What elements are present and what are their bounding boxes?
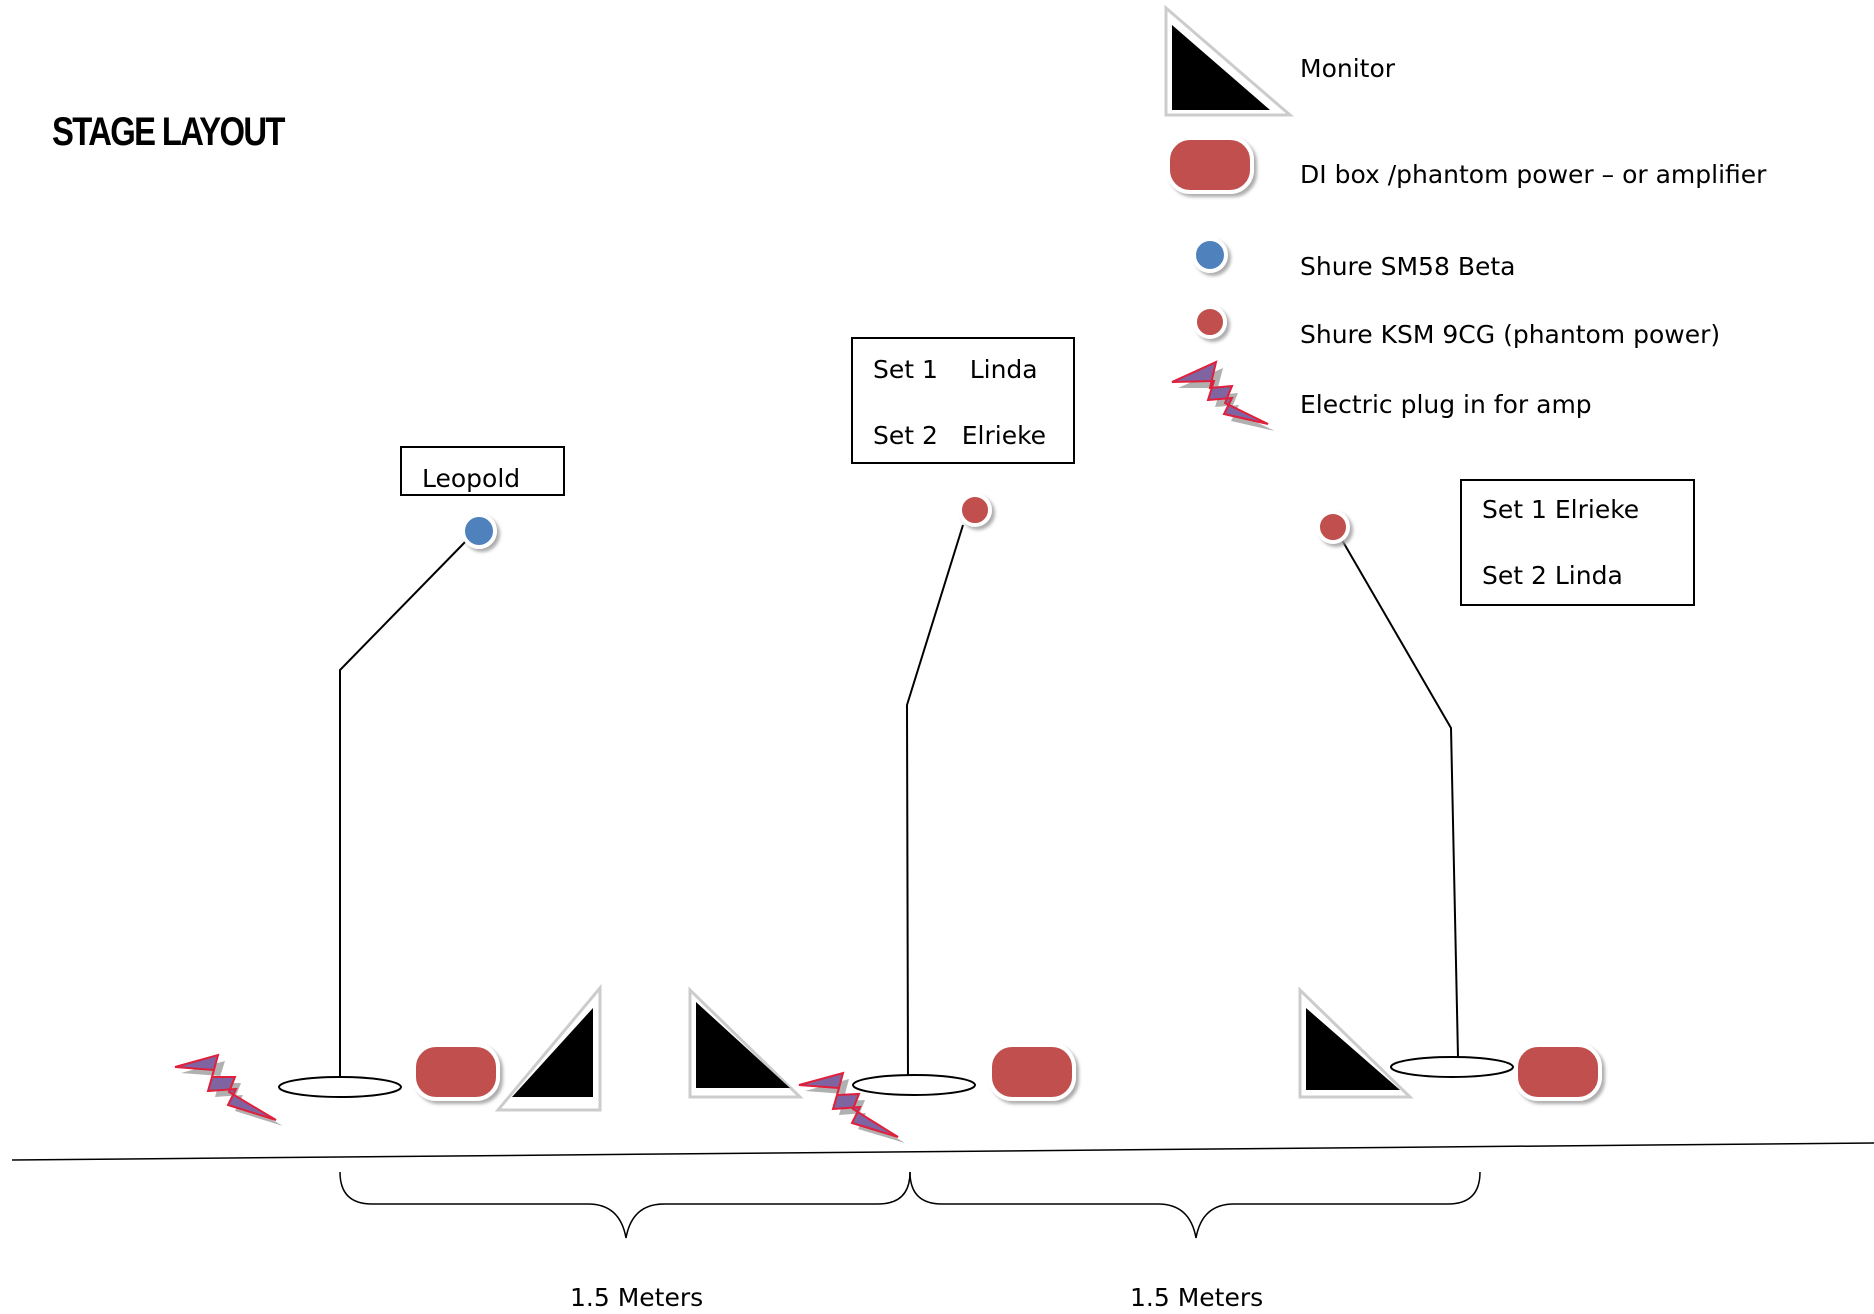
set-box-center-line2: Set 2 Elrieke [873,421,1047,450]
sm58-mic-left-icon [461,513,497,549]
set-box-center-line1: Set 1 Linda [873,355,1038,384]
mic-stand-right [1341,539,1459,1058]
distance-brace-left [339,1171,911,1239]
legend-ksm9-label: Shure KSM 9CG (phantom power) [1300,320,1721,349]
legend-ksm9-mic-icon [1193,305,1227,339]
legend-sm58-mic-icon [1192,237,1228,273]
distance-label-right: 1.5 Meters [1130,1283,1264,1312]
legend-di-box-icon [1166,136,1254,194]
set-box-right-line1: Set 1 Elrieke [1482,495,1640,524]
monitor-center-icon [688,986,804,1099]
set-box-right-line2: Set 2 Linda [1482,561,1623,590]
ksm9-mic-center-icon [958,493,992,527]
legend-di-box-label: DI box /phantom power – or amplifier [1300,160,1767,189]
legend-sm58-label: Shure SM58 Beta [1300,252,1516,281]
di-box-right-icon [1514,1043,1602,1101]
mic-stand-left [339,539,468,1085]
bolt-left-icon [174,1053,283,1126]
mic-stand-center [905,524,964,1084]
legend-plug-label: Electric plug in for amp [1300,390,1592,419]
page-title: STAGE LAYOUT [52,110,285,154]
stand-base-center [852,1074,976,1096]
performer-box-left: Leopold [400,446,565,496]
set-box-right: Set 1 Elrieke Set 2 Linda [1460,479,1695,606]
performer-name-leopold: Leopold [422,464,521,493]
legend-monitor-icon [1164,4,1295,117]
set-box-center: Set 1 Linda Set 2 Elrieke [851,337,1075,464]
di-box-center-icon [988,1043,1076,1101]
legend-bolt-icon [1171,360,1275,431]
ksm9-mic-right-icon [1316,510,1350,544]
monitor-left-icon [494,983,602,1112]
legend-monitor-label: Monitor [1300,54,1396,83]
bolt-center-icon [798,1071,905,1143]
distance-label-left: 1.5 Meters [570,1283,704,1312]
stand-base-left [278,1076,402,1098]
monitor-right-icon [1298,986,1414,1099]
stand-base-right [1390,1056,1514,1078]
di-box-left-icon [412,1043,500,1101]
distance-brace-right [909,1171,1481,1239]
stage-edge-line [11,1142,1874,1161]
